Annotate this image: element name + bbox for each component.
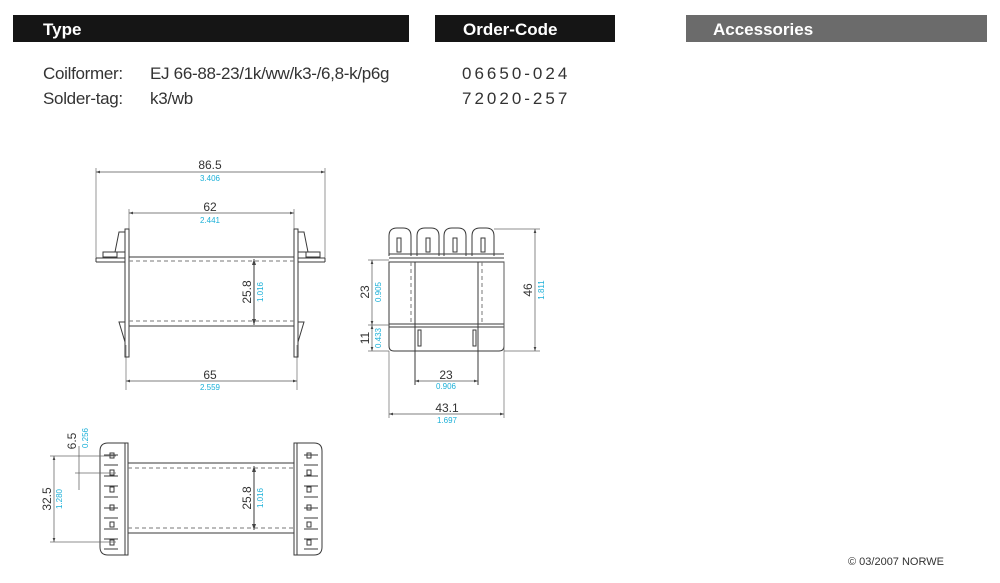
dim-pin-span-mm: 32.5 <box>40 487 54 511</box>
coilformer-row: Coilformer: EJ 66-88-23/1k/ww/k3-/6,8-k/… <box>0 64 620 86</box>
dim-core-height-inch: 1.016 <box>256 281 265 302</box>
dim-pin-span-inch: 1.280 <box>55 488 64 509</box>
dim-total-width-mm: 43.1 <box>435 401 459 415</box>
dim-base-height-mm: 11 <box>358 331 372 344</box>
dim-window-height-inch: 0.905 <box>374 281 383 302</box>
dim-total-width-inch: 1.697 <box>437 416 458 425</box>
coilformer-order-code: 06650-024 <box>462 64 571 83</box>
dim-bottom-core-height-inch: 1.016 <box>256 487 265 508</box>
coilformer-type: EJ 66-88-23/1k/ww/k3-/6,8-k/p6g <box>150 64 390 83</box>
dim-base-height-inch: 0.433 <box>374 327 383 348</box>
coilformer-label: Coilformer: <box>43 64 123 83</box>
order-code-header: Order-Code <box>435 15 615 42</box>
dim-overall-width-mm: 86.5 <box>198 158 222 172</box>
dim-overall-width-inch: 3.406 <box>200 174 221 183</box>
side-view: 86.5 3.406 62 2.441 65 2.559 25.8 1.016 <box>95 158 326 392</box>
solder-tag-order-code: 72020-257 <box>462 89 571 108</box>
type-header: Type <box>13 15 409 42</box>
dim-total-height-inch: 1.811 <box>537 280 546 300</box>
dim-core-width-mm: 23 <box>439 368 453 382</box>
accessories-header: Accessories <box>686 15 987 42</box>
dim-inner-width-inch: 2.441 <box>200 216 221 225</box>
bottom-view: 6.5 0.256 32.5 1.280 25.8 1.016 <box>40 427 323 556</box>
solder-tag-label: Solder-tag: <box>43 89 123 108</box>
dim-bottom-core-height-mm: 25.8 <box>240 486 254 510</box>
dim-core-height-mm: 25.8 <box>240 280 254 304</box>
dim-total-height-mm: 46 <box>521 283 535 297</box>
dim-core-width-inch: 0.906 <box>436 382 457 391</box>
dim-pin-pitch-inch: 0.256 <box>81 427 90 448</box>
dim-inner-width-mm: 62 <box>203 200 217 214</box>
end-view: 23 0.905 11 0.433 46 1.811 23 0.906 43.1… <box>358 227 546 425</box>
solder-tag-row: Solder-tag: k3/wb 72020-257 <box>0 89 620 111</box>
dim-pin-pitch-mm: 6.5 <box>65 432 79 449</box>
dim-window-height-mm: 23 <box>358 285 372 299</box>
dim-flange-width-inch: 2.559 <box>200 383 221 392</box>
solder-tag-type: k3/wb <box>150 89 193 108</box>
copyright: © 03/2007 NORWE <box>848 556 944 568</box>
dim-flange-width-mm: 65 <box>203 368 217 382</box>
